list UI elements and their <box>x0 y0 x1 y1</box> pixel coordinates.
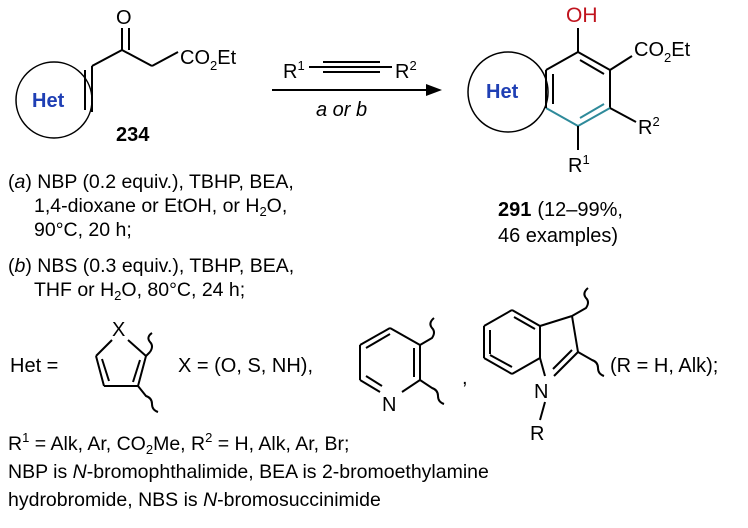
five-ring-bond-2 <box>137 355 147 387</box>
abbreviations-line1: NBP is N-bromophthalimide, BEA is 2-brom… <box>8 461 489 483</box>
separator-comma: , <box>462 367 468 389</box>
five-ring-heteroatom: X <box>112 319 125 341</box>
conditions-b-line1: (b) NBS (0.3 equiv.), TBHP, BEA, <box>8 255 295 277</box>
indole-benz-double-1 <box>513 316 536 330</box>
five-membered-ring: X <box>95 319 159 413</box>
indole-pyrrole-3-double <box>552 349 573 370</box>
conditions-a-line2: 1,4-dioxane or EtOH, or H2O, <box>34 195 288 219</box>
indole-benz-1 <box>511 309 541 327</box>
substrate-ketone-o: O <box>116 7 132 29</box>
five-ring-wavy-1 <box>145 332 153 357</box>
conditions-b-line2: THF or H2O, 80°C, 24 h; <box>34 279 246 303</box>
indole-pyrrole-1 <box>539 315 573 327</box>
pyridine-bond-3 <box>401 379 421 393</box>
substrate-het-label: Het <box>32 90 65 112</box>
compound-234-label: 234 <box>116 124 150 146</box>
indole-r-label: R <box>530 423 544 445</box>
product-yield-line: 291(12–99%, <box>498 199 623 221</box>
ring-bond-f-a <box>545 51 579 71</box>
indole-ring: N R <box>483 287 605 445</box>
pyridine-bond-1 <box>389 327 421 346</box>
product-r1-label: R1 <box>568 152 590 177</box>
product-r2-label: R2 <box>638 114 660 139</box>
five-ring-bond-2-double <box>132 359 141 383</box>
indole-benz-6 <box>483 309 513 327</box>
indole-wavy-2 <box>577 351 605 377</box>
r-definitions: R1 = Alk, Ar, CO2Me, R2 = H, Alk, Ar, Br… <box>8 430 350 457</box>
product-oh-label: OH <box>566 4 598 27</box>
five-ring-bond-4 <box>95 355 105 387</box>
reagent-r1: R1 <box>283 58 305 83</box>
substrate-ch2-bond <box>121 49 153 67</box>
five-ring-bond-4-double <box>101 358 110 382</box>
r-options-text: (R = H, Alk); <box>610 355 718 377</box>
pyridine-ring: N <box>359 317 445 416</box>
pyridine-wavy-1 <box>419 317 435 346</box>
conditions-b: (b) NBS (0.3 equiv.), TBHP, BEA, THF or … <box>8 254 294 302</box>
conditions-a-line1: (a) NBP (0.2 equiv.), TBHP, BEA, <box>8 171 294 193</box>
ring-bond-c-d <box>577 107 611 127</box>
ring-bond-a-b <box>577 51 611 71</box>
substrate-234: O CO2Et Het 234 <box>15 7 237 146</box>
pyridine-bond-6-double <box>365 333 391 349</box>
product-het-label: Het <box>486 81 519 103</box>
substrate-c-co-bond <box>91 49 123 67</box>
pyridine-bond-4 <box>359 379 381 393</box>
indole-benz-4 <box>483 357 513 375</box>
product-examples-line: 46 examples) <box>498 225 618 247</box>
conditions-a-line3: 90°C, 20 h; <box>34 219 132 241</box>
substrate-ester-bond <box>151 51 179 67</box>
product-r2-bond <box>609 107 637 123</box>
product-ester-bond <box>609 55 633 71</box>
indole-benz-double-2 <box>489 354 513 368</box>
x-options-text: X = (O, S, NH), <box>178 355 313 377</box>
reagent-r2: R2 <box>395 58 417 83</box>
pyridine-wavy-2 <box>419 379 445 405</box>
reaction-arrowhead <box>426 84 442 96</box>
product-het-circle <box>467 51 549 133</box>
indole-pyrrole-2 <box>571 315 579 353</box>
arrow-conditions: a or b <box>316 99 367 121</box>
indole-wavy-1 <box>571 287 589 317</box>
ring-double-c-d <box>579 103 605 119</box>
ring-bond-d-e <box>545 107 579 127</box>
indole-n-label: N <box>534 381 548 403</box>
substrate-ester-label: CO2Et <box>180 47 237 73</box>
product-291: OH CO2Et R2 R1 Het 291(12–99%, 46 exampl… <box>467 4 691 247</box>
pyridine-bond-4-double <box>365 375 383 387</box>
indole-n-r-bond <box>539 401 546 421</box>
five-ring-bond-5 <box>95 339 113 357</box>
pyridine-bond-6 <box>359 327 391 346</box>
ring-double-a-b <box>579 59 605 75</box>
indole-benz-3 <box>511 357 541 375</box>
indole-pyrrole-4 <box>539 357 546 377</box>
het-equals-label: Het = <box>10 355 58 377</box>
five-ring-wavy-2 <box>137 385 159 413</box>
indole-pyrrole-3 <box>553 351 579 377</box>
product-ester-label: CO2Et <box>634 39 691 65</box>
reagent-alkyne: R1 R2 <box>283 58 417 83</box>
conditions-a: (a) NBP (0.2 equiv.), TBHP, BEA, 1,4-dio… <box>8 170 294 242</box>
five-ring-bond-1 <box>127 339 147 357</box>
pyridine-n-label: N <box>382 394 396 416</box>
abbreviations-line2: hydrobromide, NBS is N-bromosuccinimide <box>8 489 381 511</box>
